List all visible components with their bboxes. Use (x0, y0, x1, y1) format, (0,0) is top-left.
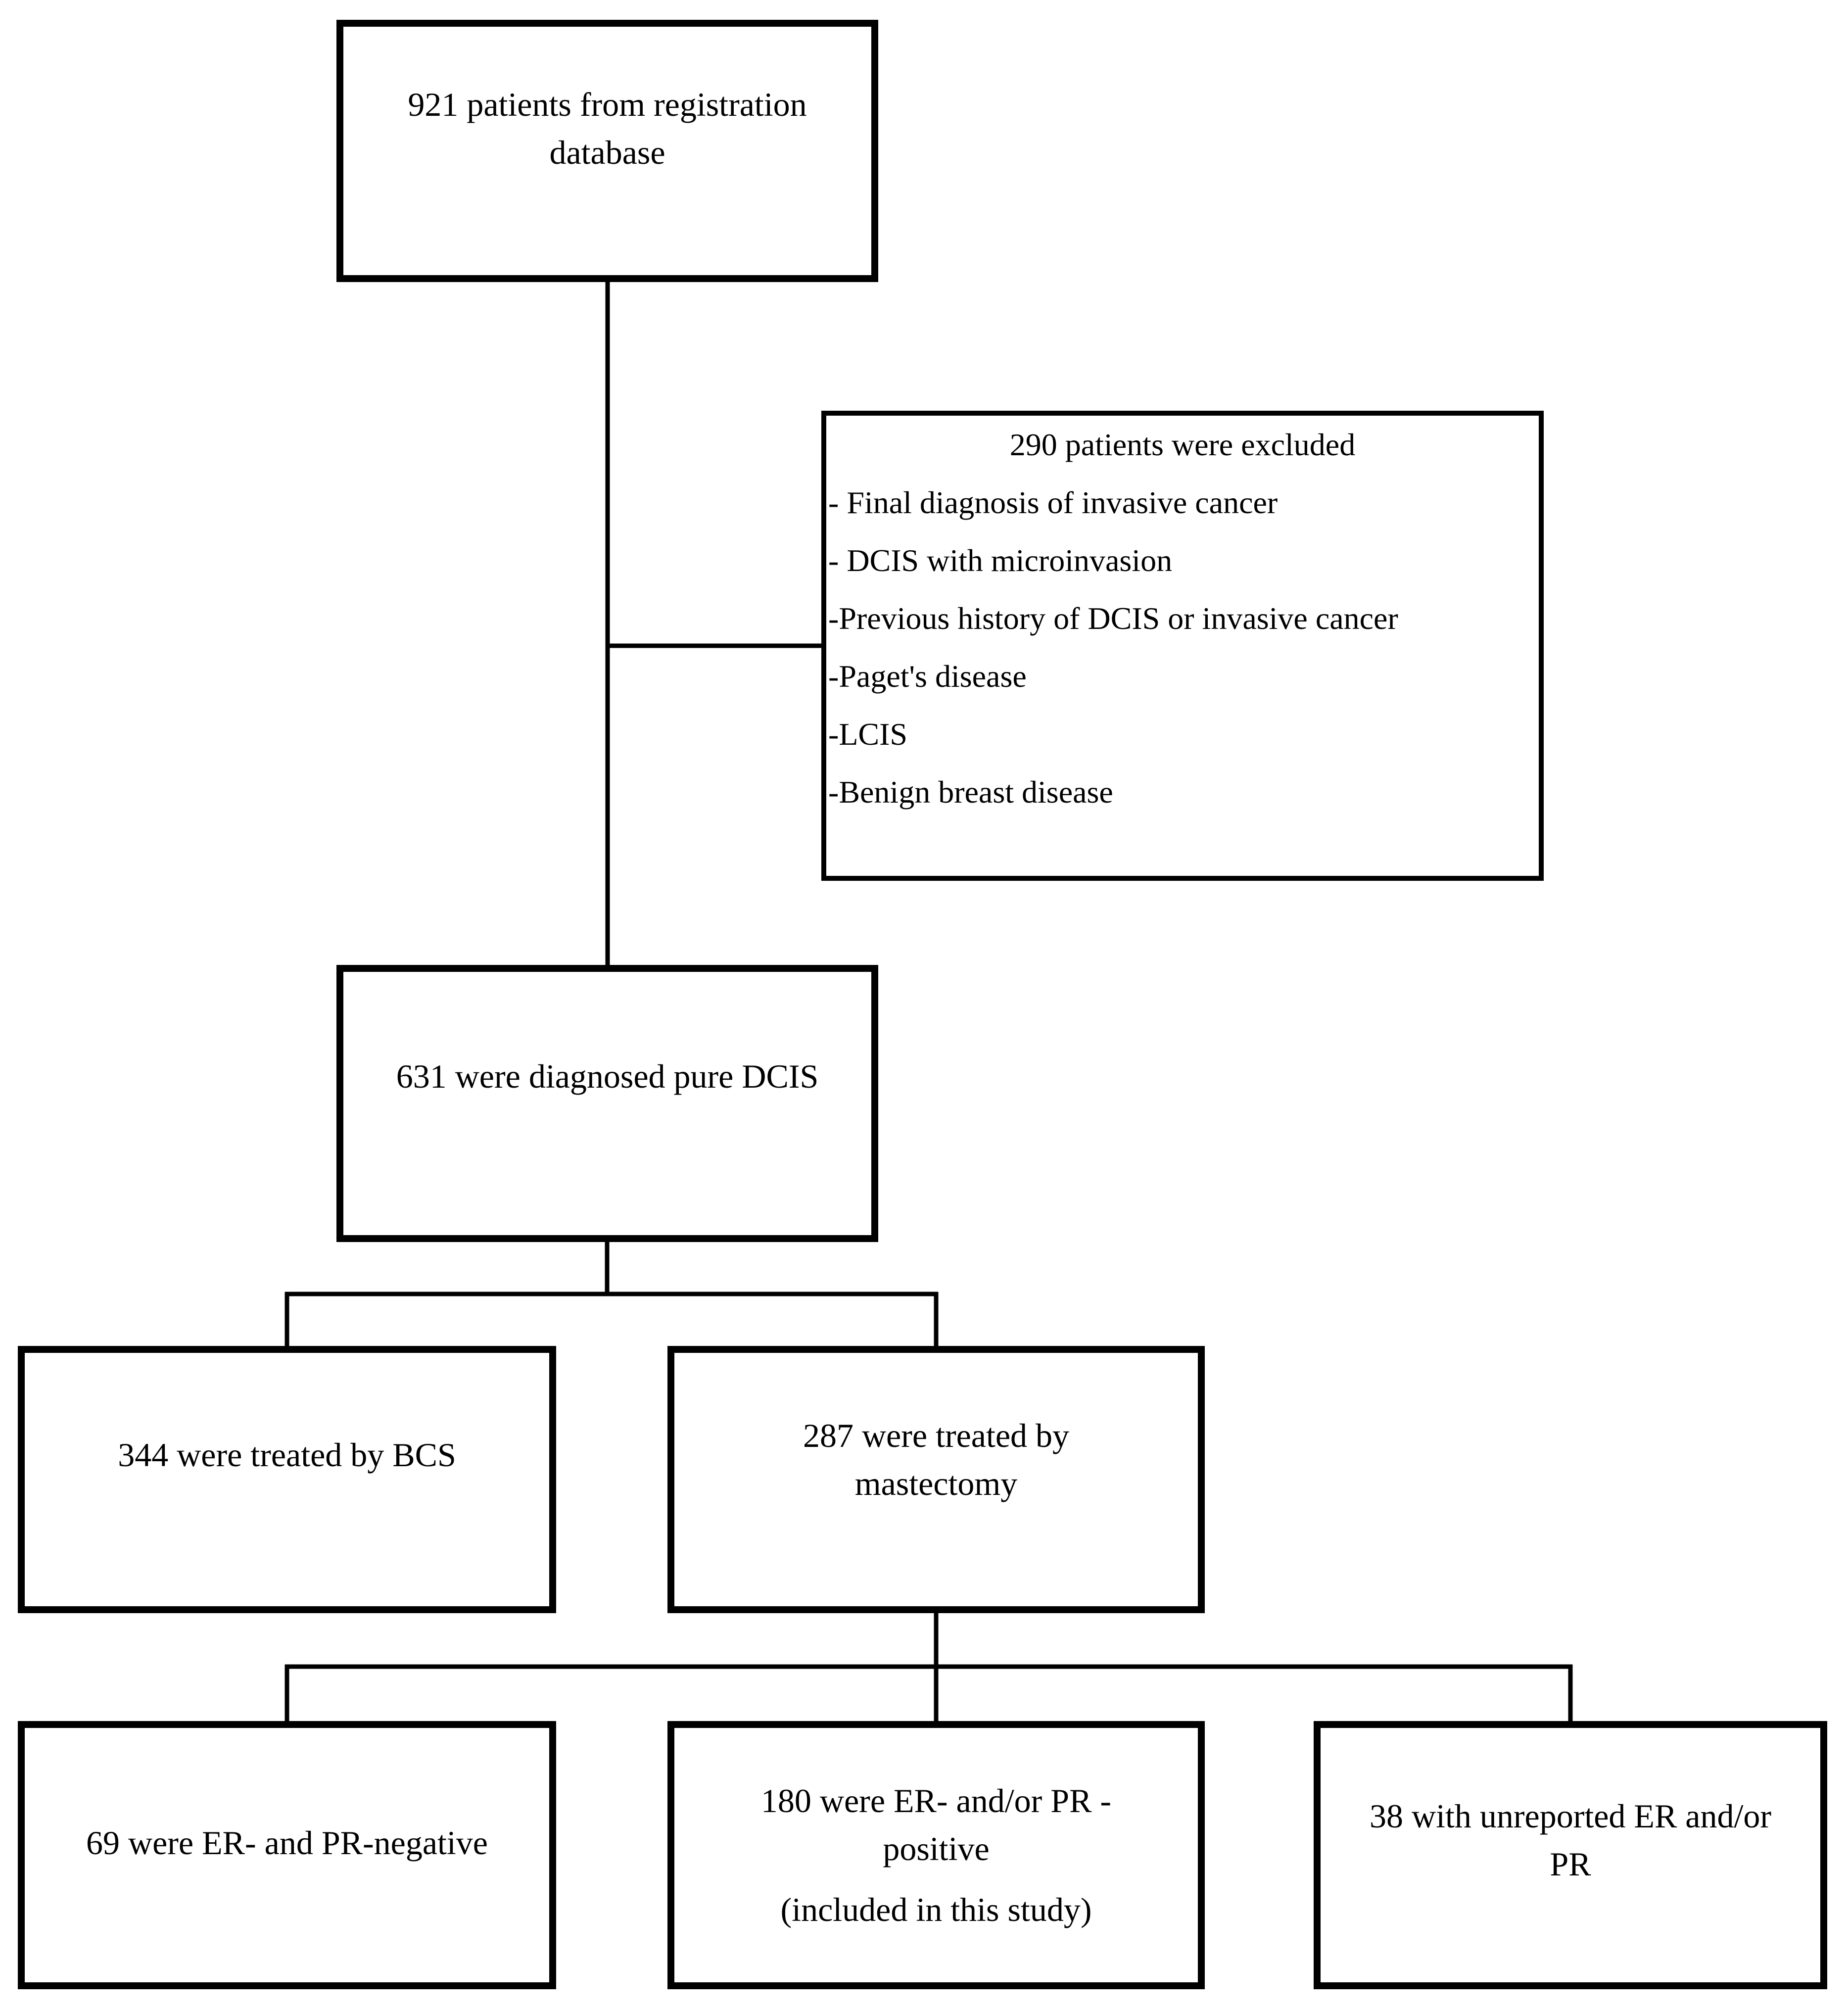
node-treated-bcs: 344 were treated by BCS (18, 1346, 556, 1613)
node-mastectomy-line2: mastectomy (854, 1465, 1018, 1502)
node-unreported-line1: 38 with unreported ER and/or (1369, 1797, 1772, 1835)
node-er-pr-positive-note: (included in this study) (780, 1890, 1092, 1928)
node-registration-line2: database (549, 134, 665, 171)
excluded-item-lcis: -LCIS (828, 717, 907, 752)
node-pure-dcis-text: 631 were diagnosed pure DCIS (396, 1057, 819, 1095)
excluded-item-benign-disease: -Benign breast disease (828, 774, 1113, 810)
excluded-item-invasive-cancer: - Final diagnosis of invasive cancer (828, 485, 1278, 520)
node-er-pr-negative: 69 were ER- and PR-negative (18, 1721, 556, 1989)
excluded-item-pagets-disease: -Paget's disease (828, 659, 1027, 694)
node-er-pr-positive-line2: positive (883, 1829, 990, 1868)
node-pure-dcis: 631 were diagnosed pure DCIS (336, 965, 878, 1242)
node-er-pr-negative-text: 69 were ER- and PR-negative (86, 1823, 488, 1862)
node-treated-mastectomy: 287 were treated by mastectomy (667, 1346, 1205, 1613)
node-registration-line1: 921 patients from registration (408, 86, 807, 123)
excluded-item-microinvasion: - DCIS with microinvasion (828, 543, 1173, 578)
node-excluded-patients: 290 patients were excluded - Final diagn… (821, 411, 1544, 881)
excluded-item-previous-history: -Previous history of DCIS or invasive ca… (828, 601, 1398, 636)
node-unreported-line2: PR (1550, 1845, 1591, 1883)
node-mastectomy-line1: 287 were treated by (803, 1417, 1070, 1454)
node-treated-bcs-text: 344 were treated by BCS (118, 1436, 456, 1474)
node-er-pr-positive: 180 were ER- and/or PR - positive (inclu… (667, 1721, 1205, 1989)
node-registration-database: 921 patients from registration database (336, 20, 878, 282)
node-er-pr-positive-line1: 180 were ER- and/or PR - (760, 1781, 1112, 1820)
node-unreported-er-pr: 38 with unreported ER and/or PR (1314, 1721, 1827, 1989)
excluded-title: 290 patients were excluded (1009, 427, 1356, 462)
